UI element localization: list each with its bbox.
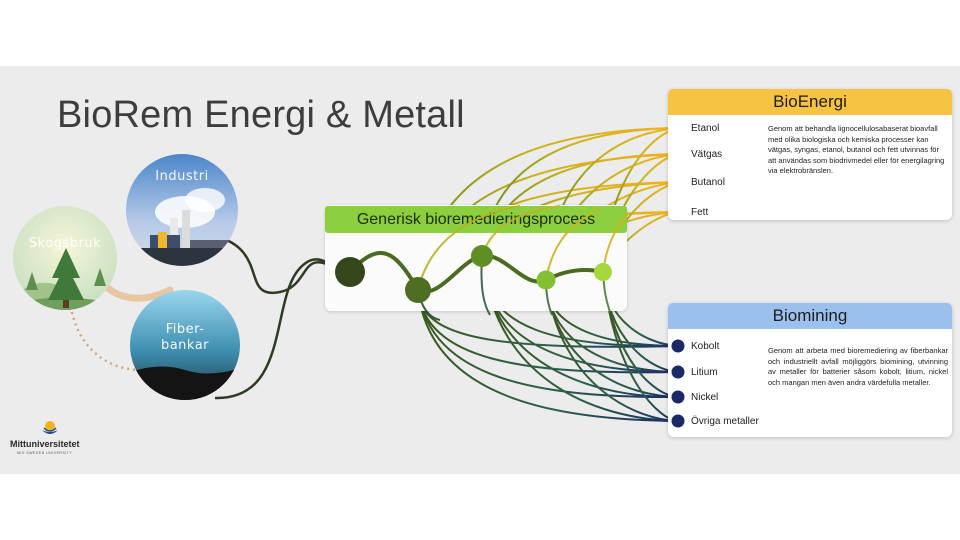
university-logo-icon: [42, 421, 58, 434]
process-node-2: [405, 277, 431, 303]
university-name: Mittuniversitetet: [10, 439, 80, 449]
tree-icon: [48, 248, 84, 300]
bioenergi-description: Genom att behandla lignocellulosabaserat…: [768, 124, 945, 175]
litium-dot: [671, 365, 685, 379]
biomining-description: Genom att arbeta med bioremediering av f…: [768, 346, 948, 387]
biomining-item-nickel: Nickel: [691, 392, 719, 403]
connector-industri: [214, 234, 336, 295]
biomining-item-litium: Litium: [691, 367, 718, 378]
process-node-3: [471, 245, 493, 267]
bioenergi-item-etanol: Etanol: [691, 123, 720, 134]
bioenergi-panel: BioEnergi: [668, 89, 952, 220]
university-subtitle: MID SWEDEN UNIVERSITY: [17, 451, 73, 455]
connector-fiberbankar: [214, 258, 339, 400]
bioenergi-title: BioEnergi: [668, 89, 952, 115]
ovriga-metaller-dot: [671, 414, 685, 428]
biomining-item-kobolt: Kobolt: [691, 341, 720, 352]
skogsbruk-label: Skogsbruk: [28, 236, 102, 251]
page-title: BioRem Energi & Metall: [57, 94, 465, 136]
nickel-dot: [671, 390, 685, 404]
fiberbankar-label: Fiber- bankar: [160, 322, 210, 353]
kobolt-dot: [671, 339, 685, 353]
process-node-4: [536, 270, 556, 290]
biomining-panel: Biomining: [668, 303, 952, 437]
biomining-title: Biomining: [668, 303, 952, 329]
process-node-5: [594, 263, 612, 281]
bioenergi-item-butanol: Butanol: [691, 177, 725, 188]
biomining-item-ovriga-metaller: Övriga metaller: [691, 416, 759, 427]
bioenergi-item-fett: Fett: [691, 207, 709, 218]
industri-label: Industri: [155, 169, 209, 184]
fiberbankar-circle: [130, 290, 240, 400]
bioenergi-item-vatgas: Vätgas: [691, 149, 723, 160]
skogsbruk-circle: [13, 206, 117, 310]
process-node-1: [335, 257, 365, 287]
